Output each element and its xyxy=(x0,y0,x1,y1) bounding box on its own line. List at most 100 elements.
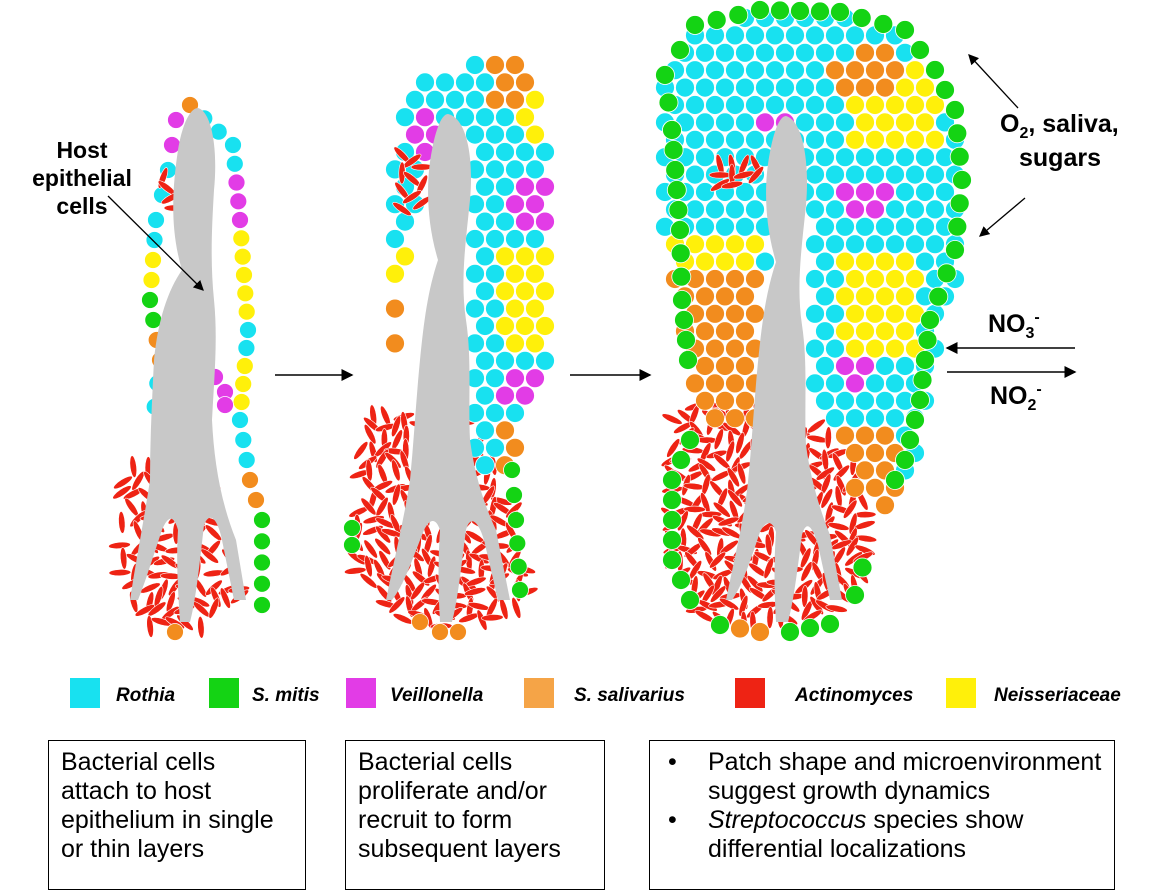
rothia-cell xyxy=(696,183,715,202)
rothia-cell xyxy=(676,78,695,97)
rothia-cell xyxy=(726,200,745,219)
mitis-cell xyxy=(886,471,905,490)
rothia-cell xyxy=(826,200,845,219)
neisseriaceae-cell xyxy=(526,334,545,353)
veillonella-cell xyxy=(416,108,435,127)
neisseriaceae-cell xyxy=(386,264,405,283)
mitis-cell xyxy=(510,558,527,575)
neisseriaceae-cell xyxy=(536,247,555,266)
salivarius-cell xyxy=(386,334,405,353)
salivarius-cell xyxy=(866,444,885,463)
veillonella-cell xyxy=(496,386,515,405)
svg-text:NO2-: NO2- xyxy=(990,381,1042,414)
salivarius-cell xyxy=(736,391,755,410)
rothia-cell xyxy=(746,26,765,45)
salivarius-cell xyxy=(696,322,715,341)
rothia-cell xyxy=(406,90,425,109)
bullet-2-line-1-rest: species show xyxy=(866,806,1023,834)
veillonella-cell xyxy=(866,200,885,219)
rothia-cell xyxy=(916,148,935,167)
neisseriaceae-cell xyxy=(696,252,715,271)
legend-label-veillonella: Veillonella xyxy=(390,685,484,706)
no3-superscript: - xyxy=(1034,309,1039,326)
rothia-cell xyxy=(816,183,835,202)
o2-arrow-down xyxy=(980,198,1025,236)
neisseriaceae-cell xyxy=(233,394,250,411)
host-label-line3: cells xyxy=(56,193,107,219)
veillonella-cell xyxy=(406,125,425,144)
salivarius-cell xyxy=(696,391,715,410)
neisseriaceae-cell xyxy=(846,304,865,323)
neisseriaceae-cell xyxy=(236,358,253,375)
neisseriaceae-cell xyxy=(706,235,725,254)
no3-text: NO xyxy=(988,310,1026,338)
salivarius-cell xyxy=(486,56,505,75)
mitis-cell xyxy=(953,171,972,190)
mitis-cell xyxy=(948,217,967,236)
mitis-cell xyxy=(874,15,893,34)
rothia-cell xyxy=(148,212,165,229)
mitis-cell xyxy=(663,121,682,140)
o2-subscript: 2 xyxy=(1019,125,1028,142)
panel-2 xyxy=(344,56,555,641)
rothia-cell xyxy=(536,351,555,370)
mitis-cell xyxy=(711,616,730,635)
rothia-cell xyxy=(486,404,505,423)
salivarius-cell xyxy=(486,90,505,109)
neisseriaceae-cell xyxy=(516,317,535,336)
actinomyces-cell xyxy=(390,459,402,482)
rothia-cell xyxy=(476,317,495,336)
rothia-cell xyxy=(706,130,725,149)
neisseriaceae-cell xyxy=(235,376,252,393)
legend-swatch-rothia xyxy=(70,678,100,708)
rothia-cell xyxy=(238,340,255,357)
rothia-cell xyxy=(466,264,485,283)
actinomyces-cell xyxy=(108,541,130,549)
neisseriaceae-cell xyxy=(846,130,865,149)
actinomyces-cell xyxy=(827,521,850,532)
actinomyces-cell xyxy=(709,172,731,178)
rothia-cell xyxy=(486,369,505,388)
rothia-cell xyxy=(786,61,805,80)
rothia-cell xyxy=(686,96,705,115)
neisseriaceae-cell xyxy=(876,252,895,271)
rothia-cell xyxy=(826,96,845,115)
rothia-cell xyxy=(876,391,895,410)
mitis-cell xyxy=(906,411,925,430)
rothia-cell xyxy=(396,212,415,231)
rothia-cell xyxy=(386,230,405,249)
rothia-cell xyxy=(826,26,845,45)
salivarius-cell xyxy=(506,90,525,109)
legend-swatch-neisseriaceae xyxy=(946,678,976,708)
neisseriaceae-cell xyxy=(856,322,875,341)
mitis-cell xyxy=(781,623,800,642)
mitis-cell xyxy=(254,533,271,550)
rothia-cell xyxy=(696,217,715,236)
mitis-cell xyxy=(508,512,525,529)
rothia-cell xyxy=(826,165,845,184)
actinomyces-cell xyxy=(118,511,126,533)
salivarius-cell xyxy=(706,409,725,428)
veillonella-cell xyxy=(756,113,775,132)
rothia-cell xyxy=(806,304,825,323)
rothia-cell xyxy=(686,165,705,184)
salivarius-cell xyxy=(696,287,715,306)
neisseriaceae-cell xyxy=(886,304,905,323)
rothia-cell xyxy=(466,125,485,144)
mitis-cell xyxy=(896,21,915,40)
neisseriaceae-cell xyxy=(866,339,885,358)
rothia-cell xyxy=(486,195,505,214)
neisseriaceae-cell xyxy=(536,282,555,301)
mitis-cell xyxy=(852,9,871,28)
mitis-cell xyxy=(729,6,748,25)
salivarius-cell xyxy=(876,78,895,97)
rothia-cell xyxy=(806,374,825,393)
mitis-cell xyxy=(504,462,521,479)
neisseriaceae-cell xyxy=(896,113,915,132)
rothia-cell xyxy=(816,391,835,410)
rothia-cell xyxy=(706,61,725,80)
salivarius-cell xyxy=(506,56,525,75)
rothia-cell xyxy=(746,200,765,219)
mitis-cell xyxy=(811,2,830,21)
rothia-cell xyxy=(756,252,775,271)
